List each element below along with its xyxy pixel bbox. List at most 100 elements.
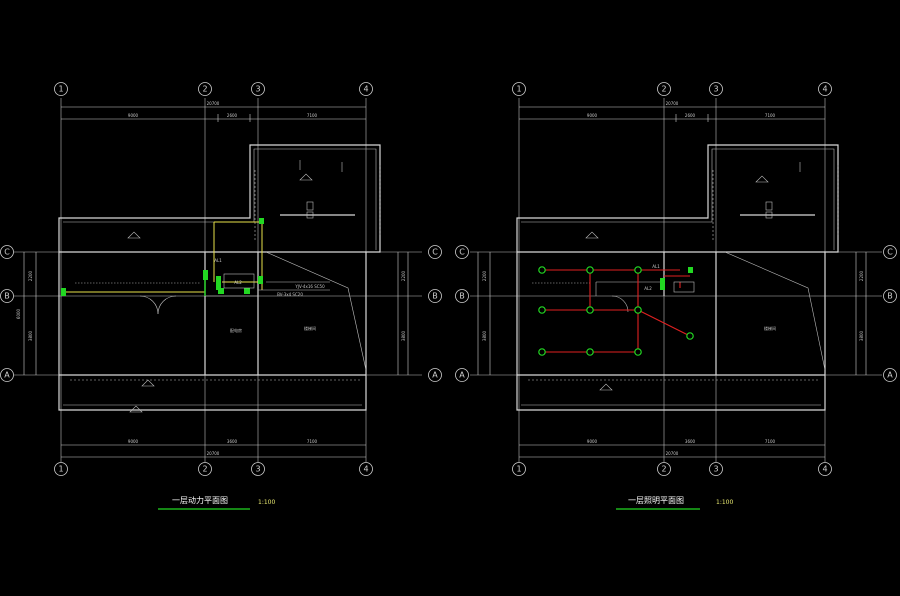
grid-label: 2 xyxy=(202,85,207,94)
dimensions-bottom: 9000 3600 7100 20700 xyxy=(61,439,366,458)
distribution-box-icon xyxy=(203,270,208,280)
grid-label: A xyxy=(432,371,438,380)
walls xyxy=(516,144,839,411)
ceiling-lamp-icon xyxy=(538,348,546,356)
dimension-label: 7100 xyxy=(765,113,776,118)
grid-label: C xyxy=(459,248,465,257)
walls xyxy=(58,144,381,411)
plan-title: 一层动力平面图 xyxy=(172,495,228,505)
grid-label: A xyxy=(887,371,893,380)
dimension-label: 2600 xyxy=(227,113,238,118)
dimension-label: 7100 xyxy=(765,439,776,444)
dimension-label: 3800 xyxy=(859,330,864,341)
grid-bubbles-side: C B A C B A xyxy=(0,245,442,382)
grid-label: 1 xyxy=(516,465,521,474)
dimension-label: 2600 xyxy=(685,113,696,118)
grid-label: B xyxy=(4,292,10,301)
grid-bubbles-bottom: 1 2 3 4 xyxy=(54,462,373,476)
dimension-label: 3600 xyxy=(685,439,696,444)
level-marks xyxy=(127,173,313,413)
plan-title: 一层照明平面图 xyxy=(628,496,684,505)
dimension-label: 9000 xyxy=(587,439,598,444)
socket-icon xyxy=(61,288,66,296)
dimension-label: 3800 xyxy=(482,330,487,341)
room-name: 楼梯间 xyxy=(764,325,776,331)
grid-bubbles-top: 1 2 3 4 xyxy=(512,82,832,96)
grid-label: 4 xyxy=(363,465,368,474)
grid-label: C xyxy=(4,248,10,257)
plan-title-block: 一层照明平面图 1:100 xyxy=(616,496,733,510)
dimension-label: 7100 xyxy=(307,113,318,118)
dimensions-side: 2200 3800 2200 3800 xyxy=(477,252,867,375)
dimension-label: 7100 xyxy=(307,439,318,444)
room-labels: 配电房 楼梯间 xyxy=(230,325,316,333)
level-marks xyxy=(585,175,769,391)
power-circuit: AL2 AL1 BV-3x4 SC20 YJV-4x16 SC50 xyxy=(61,218,330,297)
dimension-label: 2200 xyxy=(859,270,864,281)
plan-title-block: 一层动力平面图 1:100 xyxy=(158,495,275,510)
grid-label: 4 xyxy=(822,85,827,94)
dimension-total: 20700 xyxy=(207,101,220,106)
ceiling-lamp-icon xyxy=(634,306,642,314)
grid-lines xyxy=(470,98,882,462)
dimensions-top: 9000 2600 7100 20700 xyxy=(61,101,366,122)
ceiling-lamp-icon xyxy=(586,266,594,274)
dimension-label: 9000 xyxy=(128,439,139,444)
ceiling-lamp-icon xyxy=(634,266,642,274)
grid-label: 3 xyxy=(713,85,718,94)
grid-label: 2 xyxy=(202,465,207,474)
socket-icon xyxy=(218,288,224,294)
grid-label: 3 xyxy=(255,85,260,94)
grid-label: 2 xyxy=(661,85,666,94)
dimensions-top: 9000 2600 7100 20700 xyxy=(519,101,825,122)
distribution-box-icon xyxy=(216,276,221,290)
dimension-label: 9000 xyxy=(128,113,139,118)
grid-label: C xyxy=(432,248,438,257)
panel-label: AL1 xyxy=(214,258,222,263)
grid-bubbles-side: C B A C B A xyxy=(455,245,897,382)
panel-label: AL2 xyxy=(644,286,652,291)
ceiling-lamp-icon xyxy=(634,348,642,356)
grid-label: 1 xyxy=(516,85,521,94)
grid-label: C xyxy=(887,248,893,257)
dimension-label: 3800 xyxy=(28,330,33,341)
grid-label: 2 xyxy=(661,465,666,474)
ceiling-lamp-icon xyxy=(586,306,594,314)
grid-label: 1 xyxy=(58,85,63,94)
distribution-box-icon xyxy=(660,278,665,290)
grid-bubbles-bottom: 1 2 3 4 xyxy=(512,462,832,476)
room-labels: 楼梯间 xyxy=(764,325,776,331)
dimension-label: 3800 xyxy=(401,330,406,341)
grid-label: B xyxy=(887,292,893,301)
lighting-circuit: AL2 AL1 xyxy=(538,264,695,356)
dimension-label: 9000 xyxy=(587,113,598,118)
dimensions-side: 2200 3800 6000 2200 3800 xyxy=(16,252,409,375)
plan-power: 1 2 3 4 1 2 3 4 C B A C xyxy=(0,82,442,510)
ceiling-lamp-icon xyxy=(538,306,546,314)
dimension-label: 2200 xyxy=(401,270,406,281)
grid-label: 3 xyxy=(255,465,260,474)
dimension-label: 2200 xyxy=(28,270,33,281)
grid-bubbles-top: 1 2 3 4 xyxy=(54,82,373,96)
dimensions-bottom: 9000 3600 7100 20700 xyxy=(519,439,825,458)
room-name: 楼梯间 xyxy=(304,325,316,331)
grid-label: 3 xyxy=(713,465,718,474)
plan-scale: 1:100 xyxy=(716,499,733,506)
ceiling-lamp-icon xyxy=(538,266,546,274)
dimension-label: 3600 xyxy=(227,439,238,444)
grid-label: A xyxy=(4,371,10,380)
grid-label: 1 xyxy=(58,465,63,474)
dimension-label: 6000 xyxy=(16,308,21,319)
grid-label: 4 xyxy=(363,85,368,94)
cable-label: YJV-4x16 SC50 xyxy=(294,284,325,289)
grid-label: B xyxy=(432,292,438,301)
socket-icon xyxy=(258,276,263,284)
grid-label: 4 xyxy=(822,465,827,474)
switch-icon xyxy=(688,267,693,273)
dimension-total: 20700 xyxy=(207,451,220,456)
dimension-total: 20700 xyxy=(666,451,679,456)
panel-label: AL1 xyxy=(652,264,660,269)
dimension-total: 20700 xyxy=(666,101,679,106)
socket-icon xyxy=(244,288,250,294)
